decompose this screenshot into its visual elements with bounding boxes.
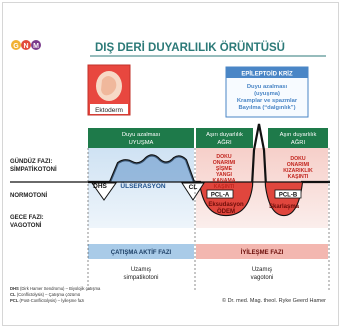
prolonged-vagotonia-2: vagotoni bbox=[251, 275, 274, 281]
phase-header-right-line-1: Aşırı duyarlılık bbox=[280, 132, 317, 138]
symptom-middle-3: ŞİŞME bbox=[216, 165, 233, 172]
cl-label: CL bbox=[189, 184, 198, 191]
logo-dot-red bbox=[21, 40, 31, 50]
phase-header-middle-line-1: Aşırı duyarlılık bbox=[206, 132, 243, 138]
legend-abbr-dhs: DHS bbox=[10, 286, 19, 291]
phase-header-middle-line-2: AĞRI bbox=[217, 139, 232, 146]
epileptoid-header-bg bbox=[226, 67, 308, 78]
epileptoid-line-3: Kramplar ve spazmlar bbox=[237, 98, 298, 104]
pcl-b-box bbox=[274, 189, 302, 199]
epileptoid-line-4: Bayılma (“dalgınlık”) bbox=[238, 105, 295, 111]
day-phase-label-1: GÜNDÜZ FAZI: bbox=[10, 158, 52, 165]
logo-dot-yellow bbox=[11, 40, 21, 50]
symptoms-right: DOKU ONARIMI KIZARIKLIK KAŞINTI bbox=[283, 156, 313, 180]
symptom-middle-1: DOKU bbox=[216, 154, 232, 160]
day-phase-label-2: SİMPATİKOTONİ bbox=[10, 166, 57, 173]
phase-header-left-line-2: UYUŞMA bbox=[129, 140, 154, 146]
symptom-middle-5: KANAMA bbox=[212, 178, 235, 184]
night-phase-label-2: VAGOTONİ bbox=[10, 222, 42, 229]
phase-header-right-line-2: AĞRI bbox=[291, 139, 306, 146]
page-title: DIŞ DERİ DUYARLILIK ÖRÜNTÜSÜ bbox=[95, 41, 285, 54]
legend-line-cl: CL (Conflictolysis) – Çatışma çözümü bbox=[10, 292, 81, 297]
logo-letter-n: N bbox=[23, 43, 28, 50]
legend-abbr-pcl: PCL bbox=[10, 298, 19, 303]
prolonged-sympathicotonia-2: simpatikotoni bbox=[123, 275, 158, 281]
phase-header-right bbox=[268, 128, 328, 148]
night-phase-label-1: GECE FAZI: bbox=[10, 215, 44, 221]
symptom-middle-6: KAŞINTI bbox=[214, 184, 235, 190]
phase-header-middle bbox=[196, 128, 253, 148]
legend-text-cl: (Conflictolysis) – Çatışma çözümü bbox=[16, 292, 81, 297]
pcl-a-box bbox=[206, 189, 234, 199]
ectoderm-box: Ektoderm bbox=[87, 64, 131, 116]
epileptoid-crisis-box: EPİLEPTOİD KRİZ Duyu azalması (uyuşma) K… bbox=[225, 66, 309, 118]
gnm-logo: G N M bbox=[11, 40, 41, 50]
logo-letter-g: G bbox=[13, 43, 19, 50]
epileptoid-title: EPİLEPTOİD KRİZ bbox=[241, 71, 293, 78]
symptom-right-4: KAŞINTI bbox=[288, 174, 309, 180]
symptom-middle-4: YANGI bbox=[216, 172, 233, 178]
ectoderm-label: Ektoderm bbox=[95, 107, 123, 114]
legend-abbr-cl: CL bbox=[10, 292, 16, 297]
conflict-phase-band bbox=[88, 244, 194, 259]
sympathicotonia-fill bbox=[110, 155, 194, 182]
epileptoid-line-1: Duyu azalması bbox=[247, 84, 288, 90]
legend-line-dhs: DHS (Dirk Hamer Sendromu) – Biyolojik ça… bbox=[10, 286, 101, 291]
normotonia-label: NORMOTONİ bbox=[10, 192, 48, 199]
symptom-middle-2: ONARIMI bbox=[213, 160, 236, 166]
epileptoid-line-2: (uyuşma) bbox=[254, 91, 280, 97]
symptom-right-1: DOKU bbox=[290, 156, 306, 162]
prolonged-vagotonia-1: Uzamış bbox=[252, 267, 272, 273]
symptom-right-2: ONARIMI bbox=[287, 162, 310, 168]
healing-phase-label: İYİLEŞME FAZI bbox=[241, 249, 284, 256]
symptom-right-3: KIZARIKLIK bbox=[283, 168, 313, 174]
pcl-a-label: PCL-A bbox=[211, 193, 230, 199]
ectoderm-label-bg bbox=[90, 104, 128, 114]
copyright-credit: © Dr. med. Mag. theol. Ryke Geerd Hamer bbox=[222, 297, 326, 304]
cl-marker bbox=[181, 182, 205, 201]
legend-line-pcl: PCL (Post-Conflictolysis) – İyileşme faz… bbox=[10, 298, 84, 303]
legend-text-dhs: (Dirk Hamer Sendromu) – Biyolojik çatışm… bbox=[19, 286, 101, 291]
dhs-marker bbox=[91, 182, 117, 201]
edema-label: ÖDEM bbox=[217, 208, 235, 215]
symptoms-middle: DOKU ONARIMI ŞİŞME YANGI KANAMA KAŞINTI bbox=[212, 154, 235, 190]
logo-letter-m: M bbox=[33, 43, 39, 50]
pcl-b-label: PCL-B bbox=[279, 193, 298, 199]
phase-header-left bbox=[88, 128, 194, 148]
dhs-label: DHS bbox=[93, 183, 107, 190]
exudation-label: Eksudasyon bbox=[208, 202, 244, 208]
legend-text-pcl: (Post-Conflictolysis) – İyileşme fazı bbox=[18, 298, 84, 303]
healing-phase-band bbox=[196, 244, 328, 259]
logo-dot-purple bbox=[31, 40, 41, 50]
phase-header-left-line-1: Duyu azalması bbox=[122, 132, 161, 138]
ulceration-label: ÜLSERASYON bbox=[120, 181, 165, 190]
embryo-icon-detail bbox=[101, 76, 117, 96]
prolonged-sympathicotonia-1: Uzamış bbox=[131, 267, 151, 273]
conflict-phase-label: ÇATIŞMA AKTİF FAZI bbox=[111, 249, 172, 256]
scarring-label: Skarlaşma bbox=[269, 204, 300, 210]
